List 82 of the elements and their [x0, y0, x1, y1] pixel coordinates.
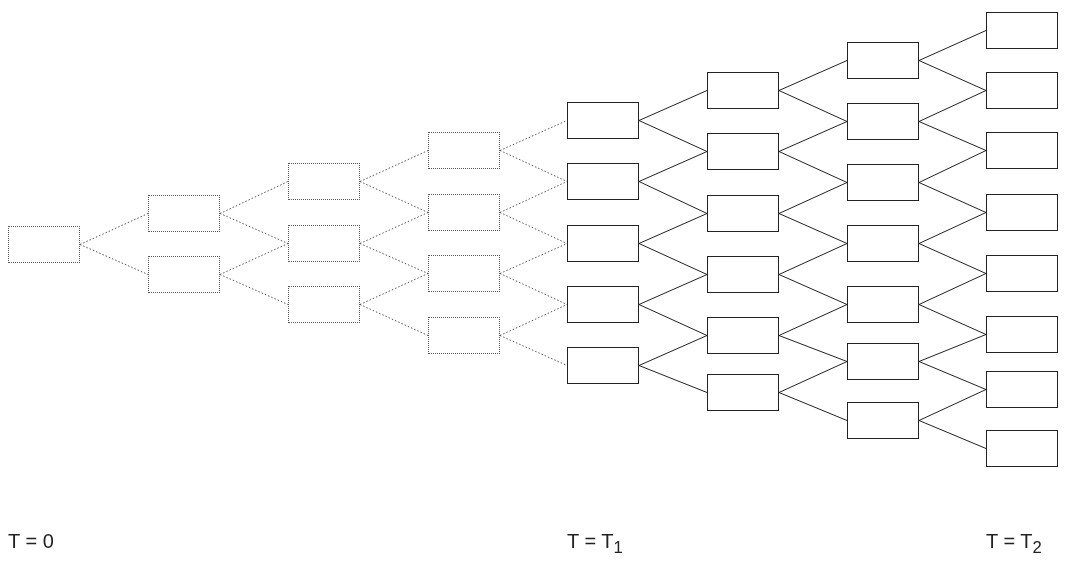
- tree-node-box: [707, 256, 779, 293]
- connector-line: [778, 335, 848, 362]
- tree-node-box: [847, 343, 919, 380]
- tree-node-box: [8, 226, 80, 263]
- connector-line: [638, 365, 708, 393]
- connector-line: [778, 392, 848, 421]
- tree-node-box: [567, 286, 639, 323]
- connector-line: [778, 90, 848, 122]
- connector-line: [918, 121, 987, 151]
- connector-line: [219, 274, 289, 305]
- tree-node-box: [986, 72, 1058, 109]
- connector-line: [778, 182, 848, 214]
- tree-node-box: [847, 164, 919, 201]
- tree-node-box: [986, 132, 1058, 169]
- connector-line: [918, 60, 987, 91]
- tree-node-box: [288, 286, 360, 323]
- tree-node-box: [986, 430, 1058, 467]
- connector-line: [638, 304, 708, 336]
- connector-line: [918, 420, 987, 449]
- tree-node-box: [288, 163, 360, 200]
- tree-node-box: [148, 256, 220, 293]
- connector-line: [638, 181, 708, 214]
- connector-line: [778, 151, 848, 183]
- tree-node-box: [148, 195, 220, 232]
- connector-line: [918, 243, 987, 274]
- tree-node-box: [428, 132, 500, 169]
- connector-line: [499, 273, 568, 305]
- tree-node-box: [567, 347, 639, 384]
- connector-line: [778, 213, 848, 244]
- tree-node-box: [428, 255, 500, 292]
- connector-line: [778, 121, 848, 152]
- connector-line: [499, 335, 568, 366]
- connector-line: [918, 389, 987, 421]
- connector-line: [918, 30, 987, 61]
- tree-node-box: [707, 72, 779, 109]
- time-label: T = T$_{1}$: [567, 530, 623, 558]
- tree-node-box: [707, 374, 779, 411]
- tree-node-box: [567, 102, 639, 139]
- tree-node-box: [986, 255, 1058, 292]
- tree-node-box: [986, 194, 1058, 231]
- connector-line: [638, 335, 708, 366]
- tree-node-box: [847, 42, 919, 79]
- connector-line: [918, 90, 987, 122]
- tree-node-box: [986, 12, 1058, 49]
- tree-node-box: [428, 194, 500, 231]
- connector-line: [79, 244, 149, 275]
- tree-node-box: [428, 317, 500, 354]
- connector-line: [918, 212, 987, 244]
- tree-node-box: [567, 225, 639, 262]
- tree-node-box: [847, 402, 919, 439]
- connector-line: [918, 182, 987, 213]
- tree-node-box: [847, 286, 919, 323]
- connector-line: [918, 334, 987, 362]
- tree-node-box: [847, 225, 919, 262]
- connector-line: [638, 213, 708, 244]
- tree-node-box: [707, 133, 779, 170]
- connector-line: [778, 60, 848, 91]
- connector-line: [778, 243, 848, 275]
- connector-line: [918, 304, 987, 335]
- connector-line: [778, 361, 848, 393]
- tree-node-box: [707, 195, 779, 232]
- tree-node-box: [847, 103, 919, 140]
- connector-line: [638, 90, 708, 121]
- tree-node-box: [986, 371, 1058, 408]
- time-label: T = 0: [8, 530, 54, 553]
- connector-line: [778, 274, 848, 305]
- connector-line: [918, 361, 987, 390]
- connector-line: [359, 304, 429, 336]
- time-label: T = T$_{2}$: [986, 530, 1042, 558]
- connector-line: [499, 212, 568, 244]
- tree-node-box: [288, 225, 360, 262]
- connector-line: [638, 243, 708, 275]
- tree-node-box: [707, 317, 779, 354]
- connector-line: [918, 150, 987, 183]
- tree-node-box: [567, 163, 639, 200]
- connector-line: [918, 273, 987, 305]
- connector-line: [638, 120, 708, 152]
- connector-line: [499, 150, 568, 182]
- connector-line: [778, 304, 848, 336]
- tree-node-box: [986, 316, 1058, 353]
- connector-line: [638, 274, 708, 305]
- connector-line: [638, 151, 708, 182]
